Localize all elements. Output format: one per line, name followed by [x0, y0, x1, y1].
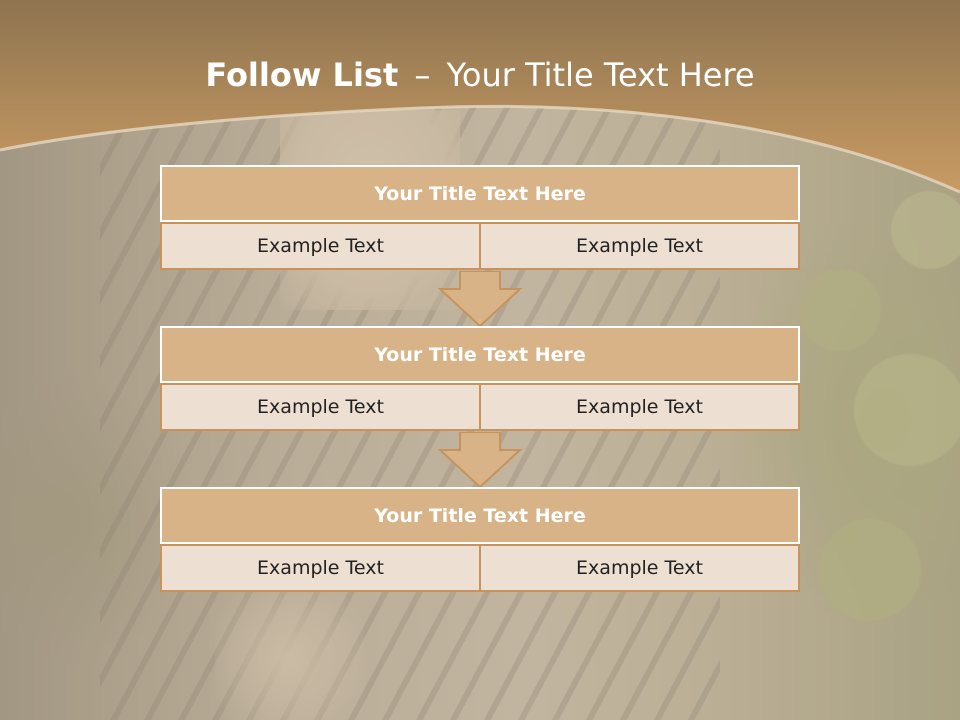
down-arrow-icon — [438, 271, 522, 327]
block-cell-left: Example Text — [160, 383, 480, 431]
block-cell-right: Example Text — [480, 222, 800, 270]
slide-title-separator: – — [414, 56, 431, 94]
list-block-2: Your Title Text Here Example Text Exampl… — [160, 326, 800, 431]
block-cell-left: Example Text — [160, 222, 480, 270]
header-band-shape — [0, 0, 960, 192]
header-band — [0, 0, 960, 194]
slide-title-strong: Follow List — [205, 56, 399, 94]
block-title: Your Title Text Here — [160, 487, 800, 544]
block-cell-right: Example Text — [480, 383, 800, 431]
block-title: Your Title Text Here — [160, 326, 800, 383]
slide-title: Follow List – Your Title Text Here — [0, 56, 960, 94]
list-block-1: Your Title Text Here Example Text Exampl… — [160, 165, 800, 270]
block-row: Example Text Example Text — [160, 383, 800, 431]
down-arrow-icon — [438, 432, 522, 488]
block-title: Your Title Text Here — [160, 165, 800, 222]
list-block-3: Your Title Text Here Example Text Exampl… — [160, 487, 800, 592]
block-row: Example Text Example Text — [160, 222, 800, 270]
block-cell-left: Example Text — [160, 544, 480, 592]
block-cell-right: Example Text — [480, 544, 800, 592]
slide-title-rest: Your Title Text Here — [446, 56, 755, 94]
header-curve-line — [0, 104, 960, 194]
block-row: Example Text Example Text — [160, 544, 800, 592]
